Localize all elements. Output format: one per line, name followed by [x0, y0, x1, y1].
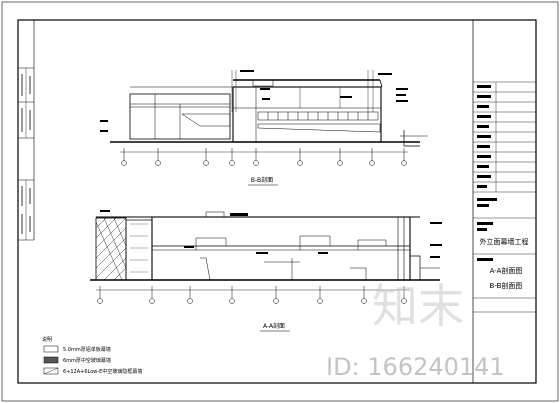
section-a-a-title: A-A剖面 [263, 322, 285, 330]
title-block: 外立面幕墙工程 A-A剖面图 B-B剖面图 [472, 20, 536, 383]
watermark-logo: 知末 [372, 279, 464, 333]
legend-swatch-3-hatch [43, 367, 59, 375]
legend-swatch-3 [43, 367, 59, 375]
legend-item-3: 6+12A+6Low-E中空玻璃隐框幕墙 [63, 368, 142, 375]
legend-swatch-2 [43, 356, 59, 364]
section-b-b-drawing [100, 70, 428, 166]
legend: 说明 5.0mm厚铝单板幕墙 6mm厚中空玻璃幕墙 6+12A+6Low-E中空… [42, 336, 142, 375]
legend-swatch-1 [43, 345, 59, 353]
sheet-title-a: A-A剖面图 [490, 266, 523, 275]
section-b-b-title: B-B剖面 [251, 176, 273, 184]
legend-item-1: 5.0mm厚铝单板幕墙 [63, 346, 111, 353]
binding-strip [18, 20, 35, 241]
watermark-id: ID: 166240141 [326, 353, 505, 381]
legend-heading: 说明 [42, 336, 52, 343]
legend-item-2: 6mm厚中空玻璃幕墙 [63, 357, 111, 364]
sheet-inner-frame [17, 19, 537, 384]
project-name: 外立面幕墙工程 [480, 237, 529, 246]
section-a-a-drawing [90, 210, 442, 304]
sheet-title-b: B-B剖面图 [490, 281, 523, 290]
